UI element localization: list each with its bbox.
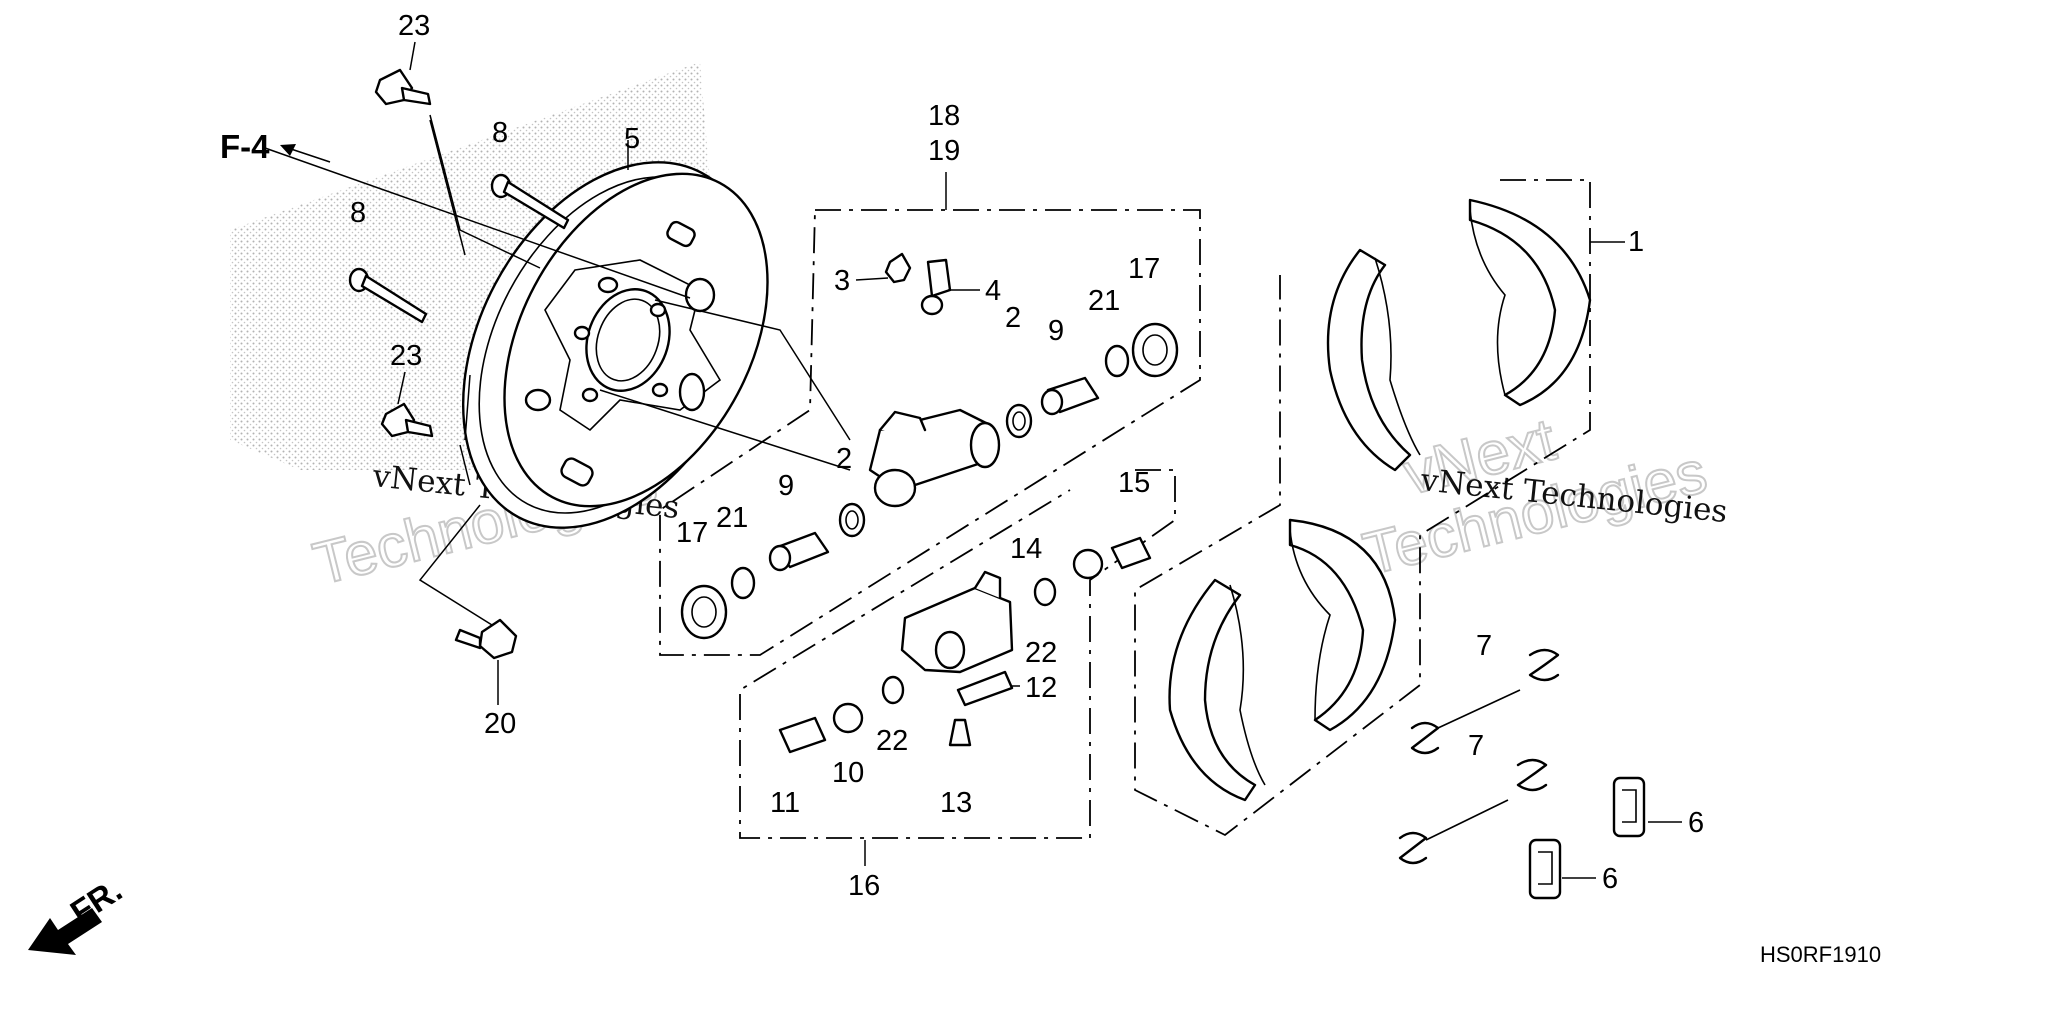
bolt-23-top	[374, 68, 432, 106]
boot-17-left	[680, 584, 728, 640]
washer-22-upper	[1033, 577, 1057, 607]
reference-label: F-4	[220, 128, 270, 165]
lever-12	[956, 670, 1014, 707]
bolt-20	[454, 618, 518, 660]
group-18-19-outline	[659, 209, 1201, 656]
callout-8-lower: 8	[350, 197, 366, 229]
callout-23-lower: 23	[390, 340, 422, 372]
adjuster-housing	[900, 570, 1014, 674]
spring-7-upper	[1410, 648, 1560, 755]
diagram-code: HS0RF1910	[1760, 942, 1881, 967]
callout-14: 14	[1010, 533, 1042, 565]
reference-arrow-icon	[280, 144, 296, 156]
adjuster-wheel-14	[1072, 548, 1104, 580]
callout-21-left: 21	[716, 502, 748, 534]
screw-15	[1110, 536, 1152, 570]
callout-17-left: 17	[676, 517, 708, 549]
callout-19: 19	[928, 135, 960, 167]
callout-23-top: 23	[398, 10, 430, 42]
callout-22-upper: 22	[1025, 637, 1057, 669]
screw-11	[778, 716, 827, 754]
callout-2-right: 2	[1005, 302, 1021, 334]
brake-shoe-lower-right	[1288, 518, 1397, 732]
pin-8-lower	[348, 267, 428, 324]
clip-6-upper	[1612, 776, 1646, 838]
callout-labels: 1 2 2 3 4 5 6 6 7 7 8 8 9 9 10 11 12 13 …	[350, 10, 1704, 902]
spring-7-lower	[1398, 758, 1548, 865]
callout-9-left: 9	[778, 470, 794, 502]
ring-21-right	[1104, 344, 1130, 378]
clip-6-lower	[1528, 838, 1562, 900]
washer-22-lower	[881, 675, 905, 705]
callout-1: 1	[1628, 226, 1644, 258]
cup-2-right	[1005, 403, 1033, 439]
nipple-13	[948, 718, 972, 747]
callout-15: 15	[1118, 467, 1150, 499]
callout-17-right: 17	[1128, 253, 1160, 285]
wheel-cylinder	[868, 408, 1001, 508]
callout-5: 5	[624, 123, 640, 155]
callout-2-left: 2	[836, 443, 852, 475]
callout-8-upper: 8	[492, 117, 508, 149]
callout-13: 13	[940, 787, 972, 819]
callout-7-lower: 7	[1468, 730, 1484, 762]
callout-3: 3	[834, 265, 850, 297]
callout-6-lower: 6	[1602, 863, 1618, 895]
ring-21-left	[730, 566, 756, 600]
callout-10: 10	[832, 757, 864, 789]
callout-18: 18	[928, 100, 960, 132]
boot-17-right	[1131, 322, 1179, 378]
callout-9-right: 9	[1048, 315, 1064, 347]
front-arrow-icon	[28, 908, 102, 955]
callout-11: 11	[770, 787, 800, 819]
brake-shoe-lower-left	[1168, 578, 1266, 802]
watermark-right: Technologies vNext vNext Technologies	[1356, 404, 1729, 588]
leader-lines	[264, 114, 851, 631]
callout-4: 4	[985, 275, 1001, 307]
group-16-outline	[739, 469, 1176, 839]
adjuster-wheel-10	[832, 702, 864, 734]
callout-7-upper: 7	[1476, 630, 1492, 662]
front-direction: FR.	[28, 871, 128, 955]
reference-f4: F-4	[220, 128, 331, 165]
callout-21-right: 21	[1088, 285, 1120, 317]
callout-22-lower: 22	[876, 725, 908, 757]
bleeder-screw-3	[884, 252, 912, 284]
cup-2-left	[838, 502, 866, 538]
callout-20: 20	[484, 708, 516, 740]
callout-12: 12	[1025, 672, 1057, 704]
pin-8-upper	[490, 173, 570, 230]
callout-6-upper: 6	[1688, 807, 1704, 839]
piston-9-left	[768, 531, 830, 572]
callout-16: 16	[848, 870, 880, 902]
brake-shoe-upper-right	[1468, 198, 1592, 407]
cap-4	[920, 258, 952, 316]
bolt-23-lower	[380, 402, 434, 438]
brake-shoe-upper-left	[1326, 248, 1421, 472]
piston-9-right	[1040, 376, 1100, 416]
